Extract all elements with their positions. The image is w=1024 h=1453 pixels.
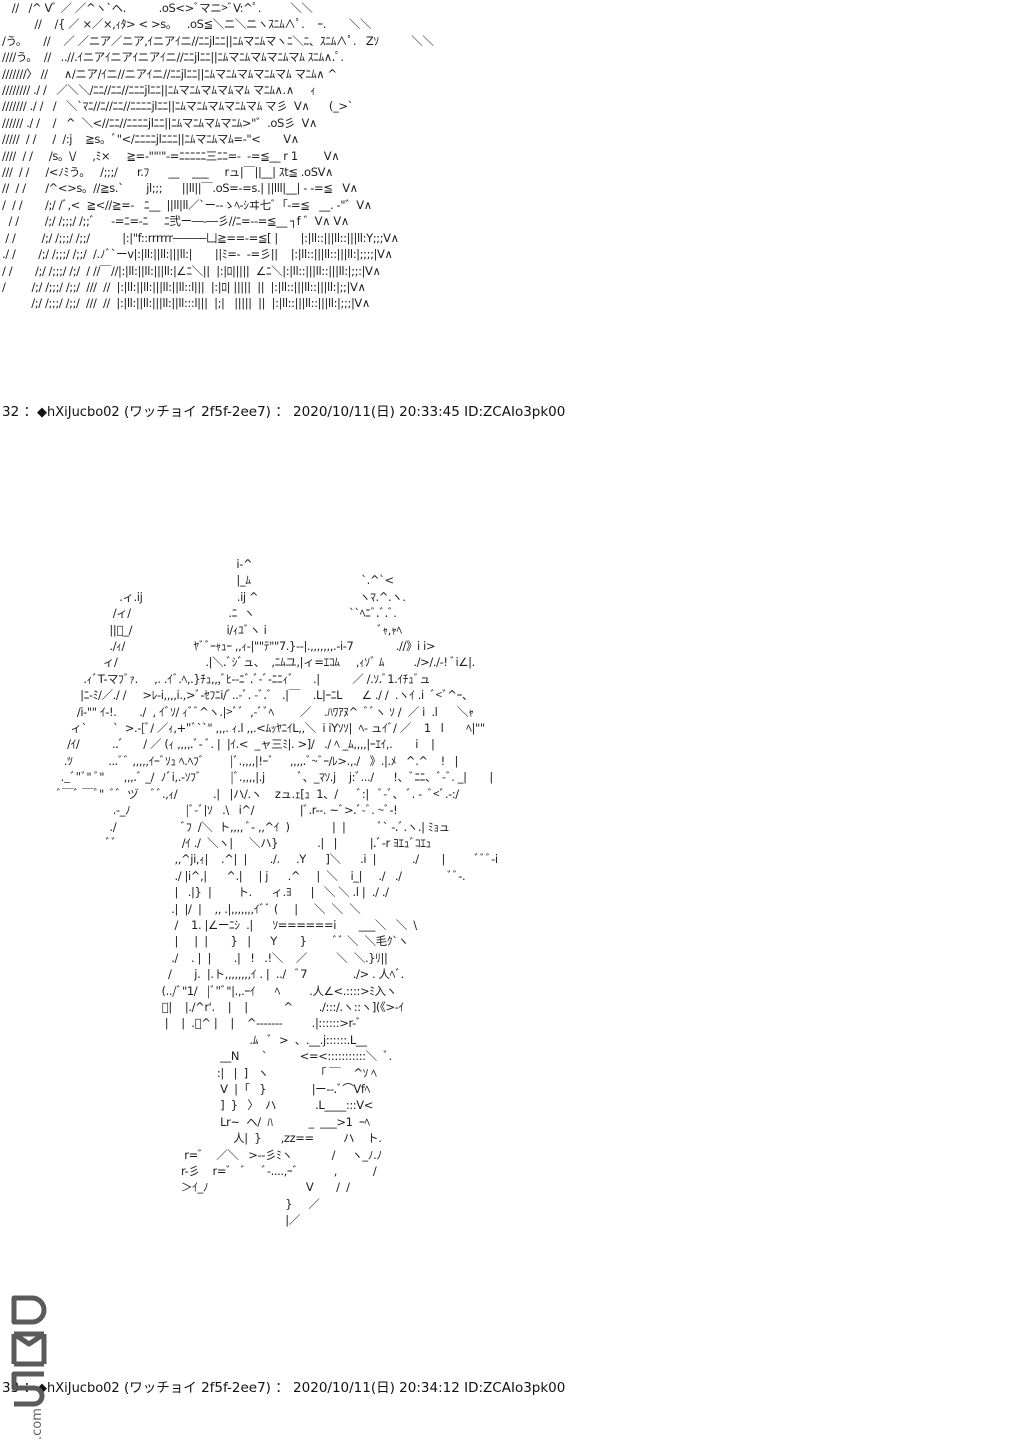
dm5-watermark-logo: .com [8, 1290, 52, 1440]
post-number[interactable]: 32 [2, 404, 20, 420]
dm5-logo-letters [11, 1295, 47, 1407]
post-datetime: 2020/10/11(日) 20:33:45 [293, 404, 460, 420]
dm5-logo-suffix: .com [30, 1408, 45, 1440]
poster-trip: ◆hXiJucbo02 [36, 1381, 120, 1396]
post-user-id[interactable]: ID:ZCAIo3pk00 [464, 1380, 566, 1396]
poster-id-label: (ワッチョイ 2f5f-2ee7) [124, 1380, 271, 1396]
post-user-id[interactable]: ID:ZCAIo3pk00 [464, 404, 566, 420]
post-header-32: 32 ：◆hXiJucbo02 (ワッチョイ 2f5f-2ee7) ： 2020… [2, 403, 565, 422]
ascii-art-castle: // /^ Vﾞ ／ ／^ヽ`ヘ. .oS<>ﾞマニ>ﾞV:^ﾟ. ＼＼ // … [2, 1, 434, 311]
post-header-33: 33 ：◆hXiJucbo02 (ワッチョイ 2f5f-2ee7) ： 2020… [2, 1379, 565, 1398]
ascii-art-figures: i-^ |_ﾑ `.^`< .ィ.ij .ij ^ [54, 557, 498, 1228]
post-separator: ： [23, 404, 37, 420]
poster-trip: ◆hXiJucbo02 [36, 405, 120, 420]
poster-id-label: (ワッチョイ 2f5f-2ee7) [124, 404, 271, 420]
post-datetime: 2020/10/11(日) 20:34:12 [293, 1380, 460, 1396]
post-separator-2: ： [275, 1380, 289, 1396]
post-separator-2: ： [275, 404, 289, 420]
